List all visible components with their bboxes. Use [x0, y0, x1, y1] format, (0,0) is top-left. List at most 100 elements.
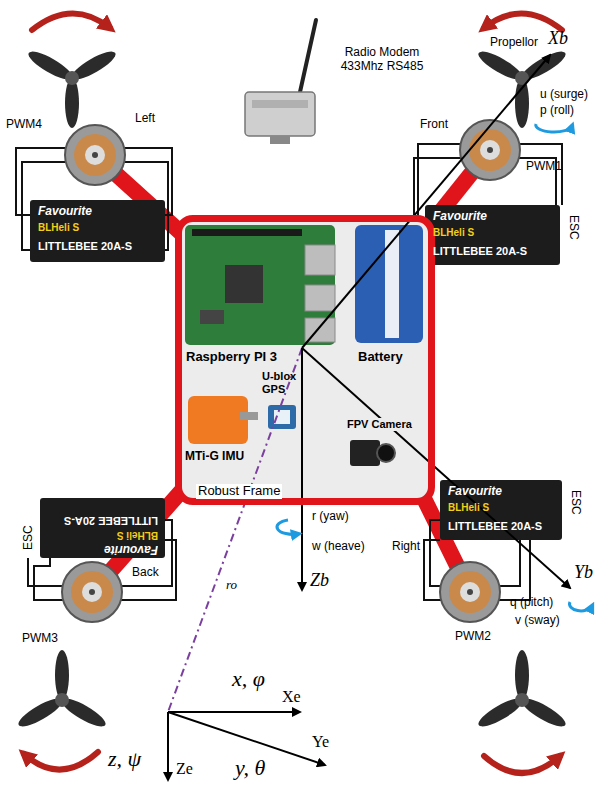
axis-label: Ye	[312, 733, 329, 751]
radio-modem	[245, 20, 316, 144]
raspberry-pi-part	[200, 310, 224, 324]
rotation-arc-part	[277, 520, 298, 534]
earth-axis-part	[167, 712, 169, 780]
propeller-part	[55, 693, 69, 707]
raspberry-pi	[185, 225, 335, 345]
esc-label: ESC	[566, 215, 580, 240]
imu-label: MTi-G IMU	[185, 450, 244, 464]
position-vector	[168, 348, 302, 712]
rotation-arrow	[24, 13, 562, 773]
board-label: Raspberry PI 3	[186, 350, 277, 365]
propeller	[25, 47, 119, 128]
imu-sensor	[188, 396, 258, 444]
raspberry-pi-part	[305, 245, 335, 275]
radio-modem-part	[245, 92, 315, 136]
propeller-part	[65, 78, 79, 128]
motor	[65, 125, 125, 185]
esc-label: ESC	[22, 525, 36, 550]
motor-part	[62, 562, 122, 622]
part-label: Radio Modem 433Mhz RS485	[322, 46, 442, 74]
axis-label: Zb	[310, 570, 329, 591]
motion-label: p (roll)	[540, 104, 574, 118]
esc-print: BLHeli S	[433, 227, 474, 239]
signal-label: PWM4	[6, 118, 42, 132]
motion-label: u (surge)	[540, 88, 588, 102]
camera-label: FPV Camera	[345, 418, 414, 431]
propeller-part	[515, 650, 529, 700]
propeller-part	[515, 78, 529, 128]
fpv-camera-part	[377, 444, 395, 462]
battery-part	[355, 225, 423, 343]
axis-label: y, θ	[235, 755, 265, 780]
battery	[355, 225, 423, 343]
body-axis-part	[301, 348, 303, 590]
signal-label: PWM2	[455, 630, 491, 644]
motor-wire-part	[496, 540, 530, 600]
esc-print: BLHeli S	[38, 222, 79, 234]
esc-board-part	[440, 480, 562, 540]
propeller	[475, 650, 569, 731]
motor-part	[480, 140, 500, 160]
signal-label: PWM1	[526, 160, 562, 174]
radio-modem-part	[252, 100, 308, 108]
motor-part	[487, 147, 493, 153]
motor-part	[85, 145, 105, 165]
axis-label: z, ψ	[108, 746, 141, 771]
rotation-arrow-part	[32, 13, 110, 30]
rotation-arrow-part	[484, 13, 562, 30]
esc-print: Favourite	[38, 205, 92, 219]
gps-module-part	[268, 405, 296, 429]
part-label: Front	[420, 118, 448, 132]
motor	[62, 562, 122, 622]
motion-label: w (heave)	[312, 540, 365, 554]
body-axis-part	[302, 55, 550, 348]
part-label: Propellor	[488, 36, 540, 50]
motor-part	[467, 589, 473, 595]
esc-print: LITTLEBEE 20A-S	[433, 245, 527, 258]
motor-part	[89, 589, 95, 595]
raspberry-pi-part	[185, 225, 335, 345]
motor-wire	[16, 144, 562, 600]
rotation-arrow-part	[484, 756, 560, 773]
radio-modem-part	[300, 20, 316, 92]
motor-wire-part	[498, 540, 520, 586]
motor-part	[71, 571, 113, 613]
rotation-arc-part	[570, 602, 592, 611]
axis-label: x, φ	[232, 666, 265, 691]
axis-label: Ze	[176, 760, 193, 778]
esc-board-part	[40, 498, 165, 558]
raspberry-pi-part	[305, 285, 335, 311]
motor-part	[440, 562, 500, 622]
esc-print: LITTLEBEE 20A-S	[448, 520, 542, 533]
motor	[440, 562, 500, 622]
motor-part	[469, 129, 511, 171]
signal-label: PWM3	[22, 632, 58, 646]
esc-print: LITTLEBEE 20A-S	[38, 240, 132, 253]
raspberry-pi-part	[192, 229, 302, 236]
board-fill	[178, 218, 432, 502]
esc-board-part	[30, 200, 165, 262]
motor-part	[65, 125, 125, 185]
rotation-arc-part	[536, 124, 572, 132]
esc-board	[30, 200, 562, 558]
radio-modem-part	[270, 136, 290, 144]
imu-sensor-part	[240, 412, 258, 420]
esc-print: Favourite	[104, 542, 158, 556]
part-label: Right	[392, 540, 420, 554]
motor-part	[460, 582, 480, 602]
axis-label: Xb	[548, 28, 568, 49]
motion-label: q (pitch)	[510, 596, 553, 610]
esc-print: BLHeli S	[448, 502, 489, 514]
esc-board-part	[425, 205, 560, 265]
body-axis-part	[302, 348, 570, 588]
motion-label: v (sway)	[515, 614, 560, 628]
gps-label: U-blox GPS	[262, 370, 306, 395]
fpv-camera	[350, 440, 395, 466]
motor-part	[74, 134, 116, 176]
esc-print: Favourite	[433, 210, 487, 224]
board-frame: Raspberry PI 3BatteryU-blox GPSMTi-G IMU…	[175, 215, 435, 505]
propeller-part	[515, 693, 529, 707]
propeller-part	[55, 650, 69, 700]
